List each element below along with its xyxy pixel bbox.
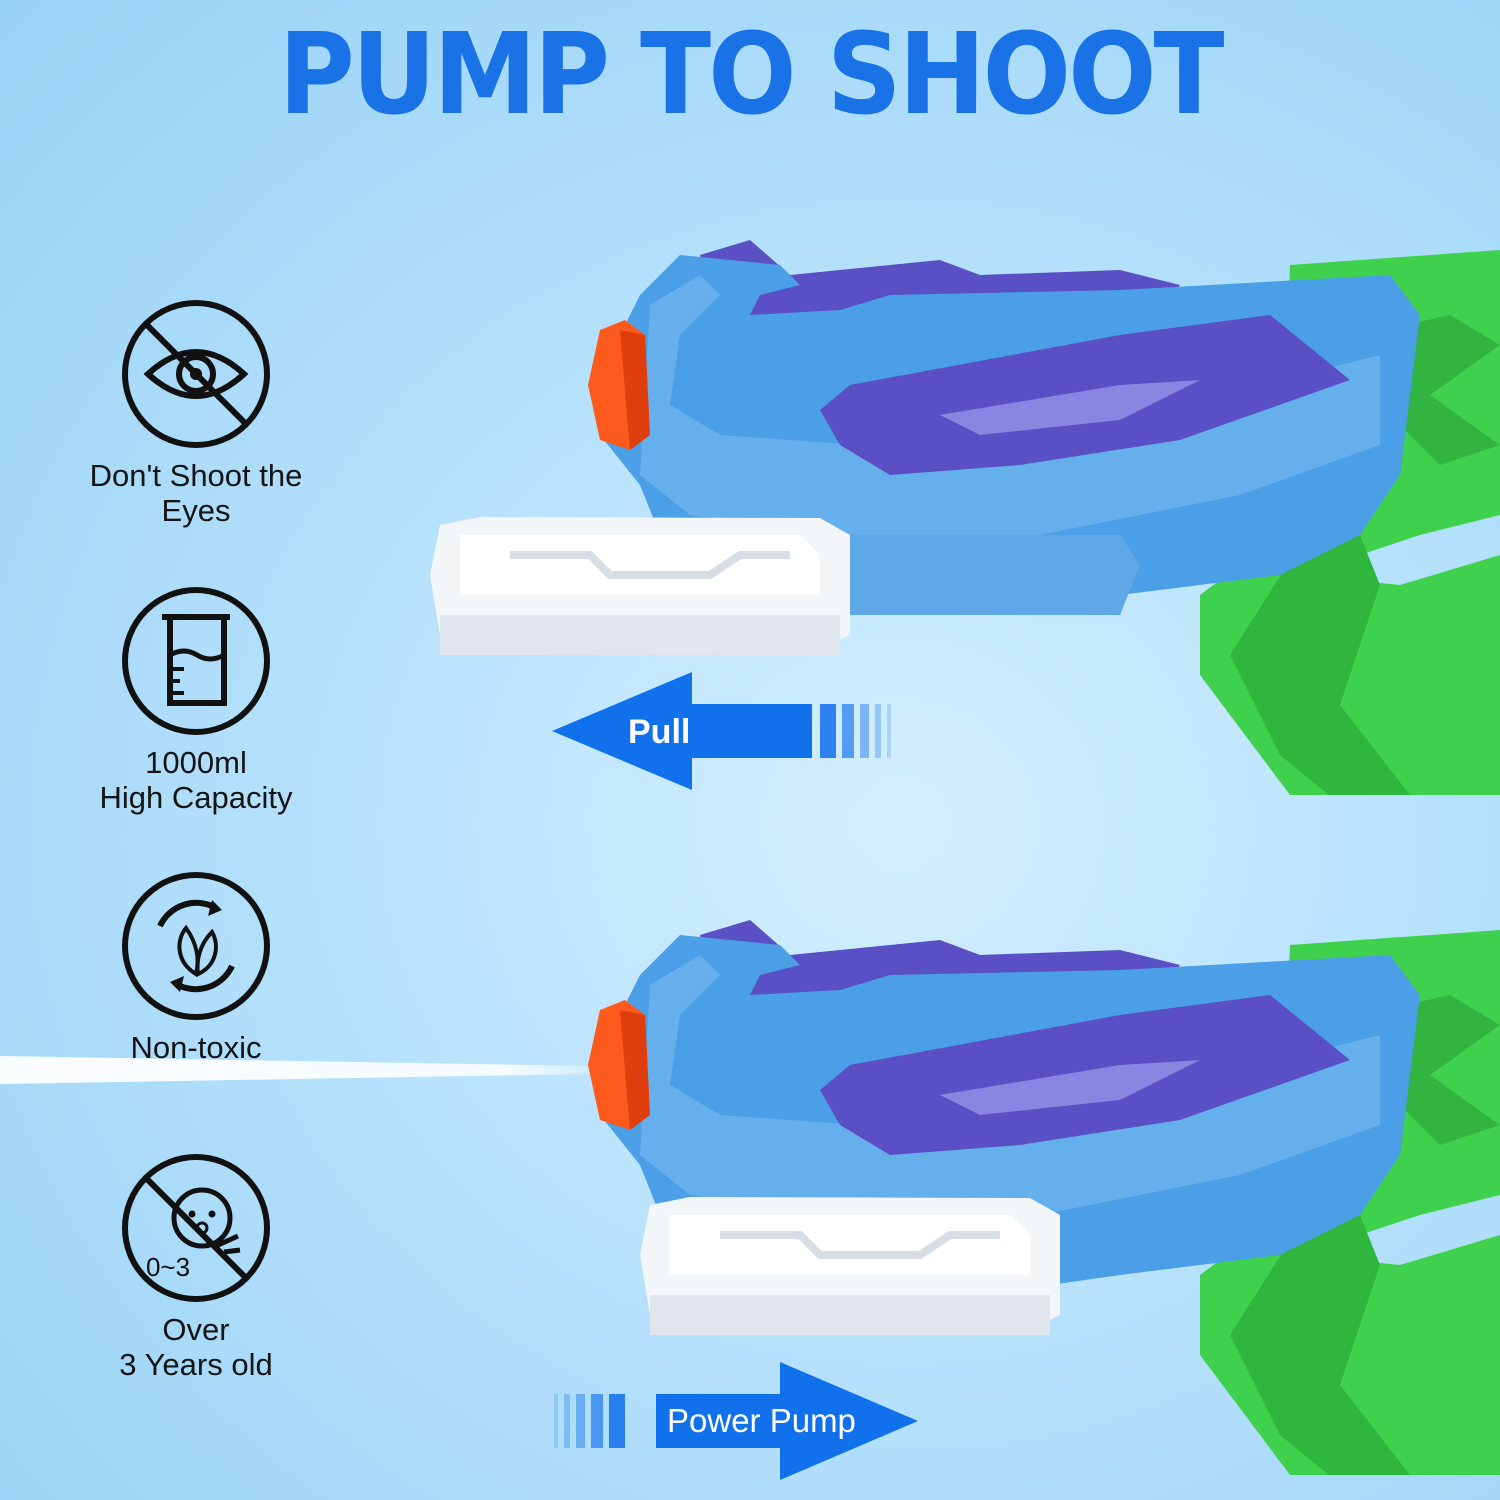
no-baby-icon: 0~3 bbox=[122, 1154, 270, 1302]
feature-non-toxic: Non-toxic bbox=[48, 870, 344, 1065]
headline: PUMP TO SHOOT bbox=[278, 8, 1225, 140]
water-gun-pulled bbox=[430, 240, 1500, 795]
water-gun-shooting bbox=[588, 920, 1500, 1475]
beaker-icon bbox=[122, 587, 270, 735]
eco-leaf-icon bbox=[122, 872, 270, 1020]
feature-caption: Don't Shoot the Eyes bbox=[89, 458, 303, 528]
no-eye-icon bbox=[122, 300, 270, 448]
feature-capacity: 1000ml High Capacity bbox=[48, 585, 344, 815]
power-pump-label: Power Pump bbox=[667, 1402, 856, 1439]
power-pump-arrow bbox=[554, 1362, 918, 1480]
feature-age: 0~3 Over 3 Years old bbox=[48, 1152, 344, 1382]
feature-caption: 1000ml High Capacity bbox=[99, 745, 293, 815]
feature-no-eyes: Don't Shoot the Eyes bbox=[48, 298, 344, 528]
age-badge-text: 0~3 bbox=[146, 1252, 190, 1282]
feature-caption: Over 3 Years old bbox=[119, 1312, 273, 1382]
water-spray bbox=[0, 1056, 600, 1084]
pull-label: Pull bbox=[628, 713, 691, 751]
pull-arrow bbox=[552, 672, 891, 790]
